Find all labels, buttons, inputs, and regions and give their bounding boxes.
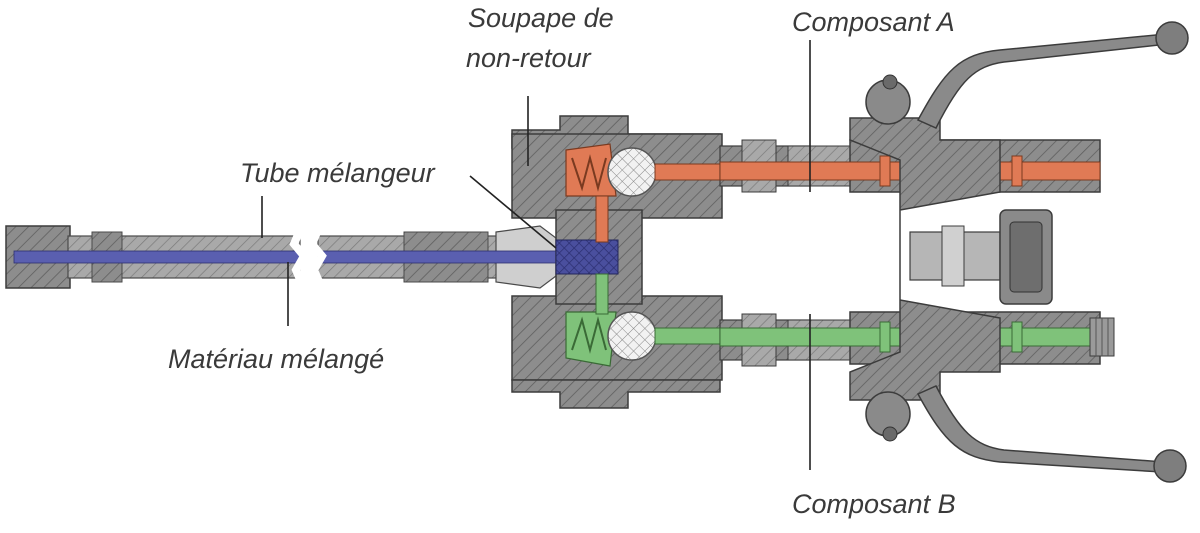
label-component-a: Composant A (792, 7, 955, 37)
check-valve-a-housing (565, 143, 617, 197)
leader-mixing-chamber (469, 175, 557, 249)
handle-assembly (849, 21, 1189, 483)
label-check-valve-line1: Soupape de (468, 3, 614, 33)
valve-block (511, 115, 726, 409)
leader-lines (261, 40, 811, 470)
upper-lever-ball (1155, 21, 1189, 55)
label-component-b: Composant B (792, 489, 956, 519)
mixing-chamber (555, 239, 619, 275)
upper-lever (916, 33, 1169, 129)
label-mixed-material: Matériau mélangé (168, 344, 385, 374)
lower-lever (916, 385, 1165, 473)
mixed-material-bore-left (13, 250, 301, 264)
label-mixing-tube: Tube mélangeur (240, 158, 435, 188)
lower-lever-ball (1153, 449, 1187, 483)
mixed-material-bore-right (317, 250, 559, 264)
label-check-valve-line2: non-retour (466, 43, 591, 73)
check-valve-b-ball (607, 311, 657, 361)
check-valve-a-ball (607, 147, 657, 197)
mixing-tube-assembly (5, 225, 559, 289)
